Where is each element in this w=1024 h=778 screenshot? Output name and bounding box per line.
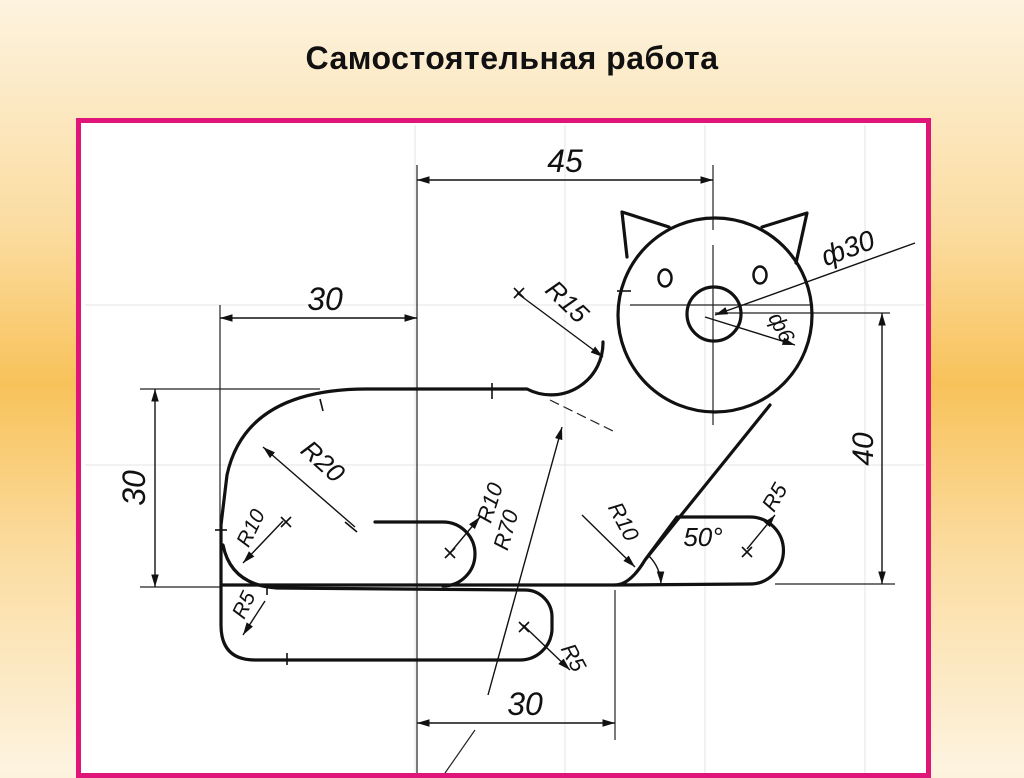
dim-left-height: 30 <box>116 470 152 506</box>
dim-tail-end-radius: R5 <box>228 588 261 622</box>
dim-head-diameter: ф30 <box>817 224 879 272</box>
dim-back-radius: R20 <box>295 434 351 489</box>
dim-angle: 50° <box>683 522 722 552</box>
cat-tail <box>373 520 477 588</box>
dim-neck-radius: R15 <box>540 274 596 329</box>
drawing-frame: 45 30 30 30 40 ф30 ф6 R15 R20 R70 R10 R1… <box>76 118 931 778</box>
dim-front-paw-radius: R5 <box>757 478 793 516</box>
dim-right-height: 40 <box>847 432 880 466</box>
cat-left-eye <box>657 268 673 288</box>
cat-nose <box>685 285 743 343</box>
extension-lines <box>140 165 895 773</box>
dim-bottom-width: 30 <box>507 686 543 722</box>
cat-right-eye <box>752 265 768 285</box>
dimension-lines <box>151 176 916 727</box>
cat-right-ear <box>760 211 809 265</box>
dim-front-leg-radius: R10 <box>603 498 644 546</box>
dim-bottom-paw-radius: R5 <box>556 639 592 676</box>
background-grid <box>85 125 925 773</box>
dim-nose-diameter: ф6 <box>763 308 800 347</box>
cat-left-ear <box>620 210 671 259</box>
dim-left-width: 30 <box>307 281 343 317</box>
cat-technical-drawing: 45 30 30 30 40 ф30 ф6 R15 R20 R70 R10 R1… <box>85 125 925 773</box>
center-marks <box>215 287 753 665</box>
cat-chest-and-paw <box>613 403 786 587</box>
cat-body-contour <box>219 340 605 662</box>
cat-outline <box>219 210 814 662</box>
slide-title: Самостоятельная работа <box>305 40 719 76</box>
cat-head <box>616 216 814 414</box>
dim-paw-left-radius: R10 <box>232 506 270 551</box>
dim-top-width: 45 <box>547 143 583 179</box>
